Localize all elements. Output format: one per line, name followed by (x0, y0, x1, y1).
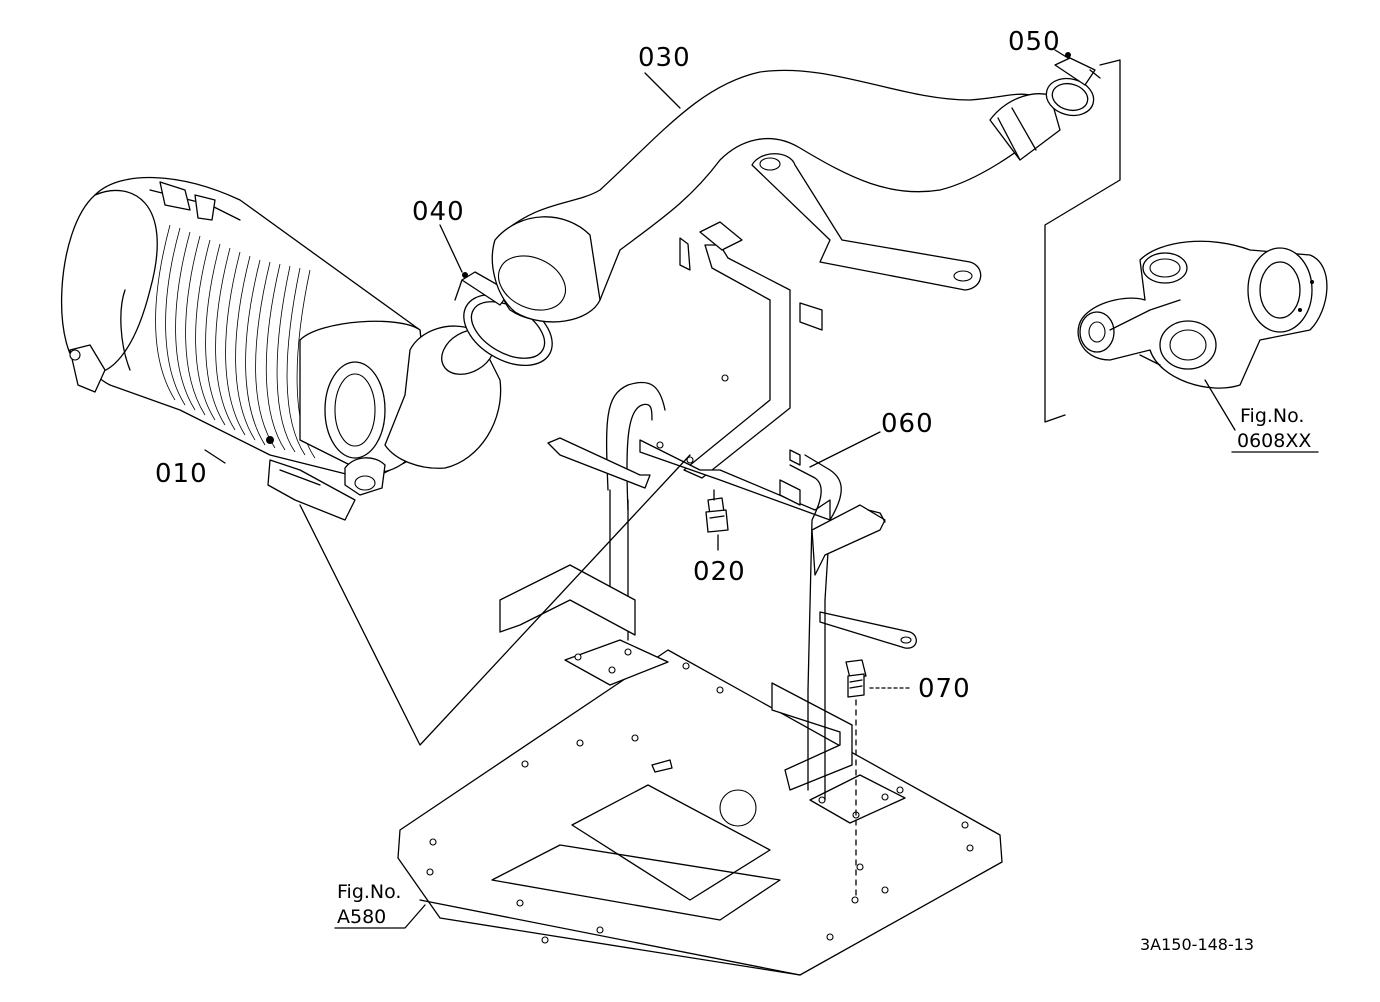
base-plate (397, 649, 1003, 976)
label-040: 040 (412, 197, 465, 227)
bracket-frame (499, 153, 982, 824)
bolt-020 (705, 489, 729, 533)
intake-hose (491, 69, 1061, 323)
clamp-050 (1045, 52, 1101, 117)
figure-ref-turbo-label: Fig.No. (1240, 405, 1304, 427)
figure-ref-base: Fig.No. A580 (337, 881, 401, 928)
bolt-070 (845, 659, 867, 698)
air-cleaner-ribs (155, 224, 316, 459)
air-cleaner (60, 176, 502, 521)
leader-lines (204, 49, 1319, 929)
figure-ref-turbo-number: 0608XX (1237, 430, 1311, 452)
label-010: 010 (155, 459, 208, 489)
base-plate-holes (426, 662, 974, 944)
figure-ref-base-label: Fig.No. (337, 881, 401, 903)
label-070: 070 (918, 674, 971, 704)
label-060: 060 (881, 409, 934, 439)
part-labels: 010 020 030 040 050 060 070 (155, 27, 1061, 704)
turbocharger (1077, 240, 1328, 389)
drawing-code: 3A150-148-13 (1140, 935, 1254, 954)
label-050: 050 (1008, 27, 1061, 57)
figure-ref-base-number: A580 (337, 906, 386, 928)
label-030: 030 (638, 43, 691, 73)
figure-ref-turbo: Fig.No. 0608XX (1237, 405, 1311, 452)
label-020: 020 (693, 557, 746, 587)
